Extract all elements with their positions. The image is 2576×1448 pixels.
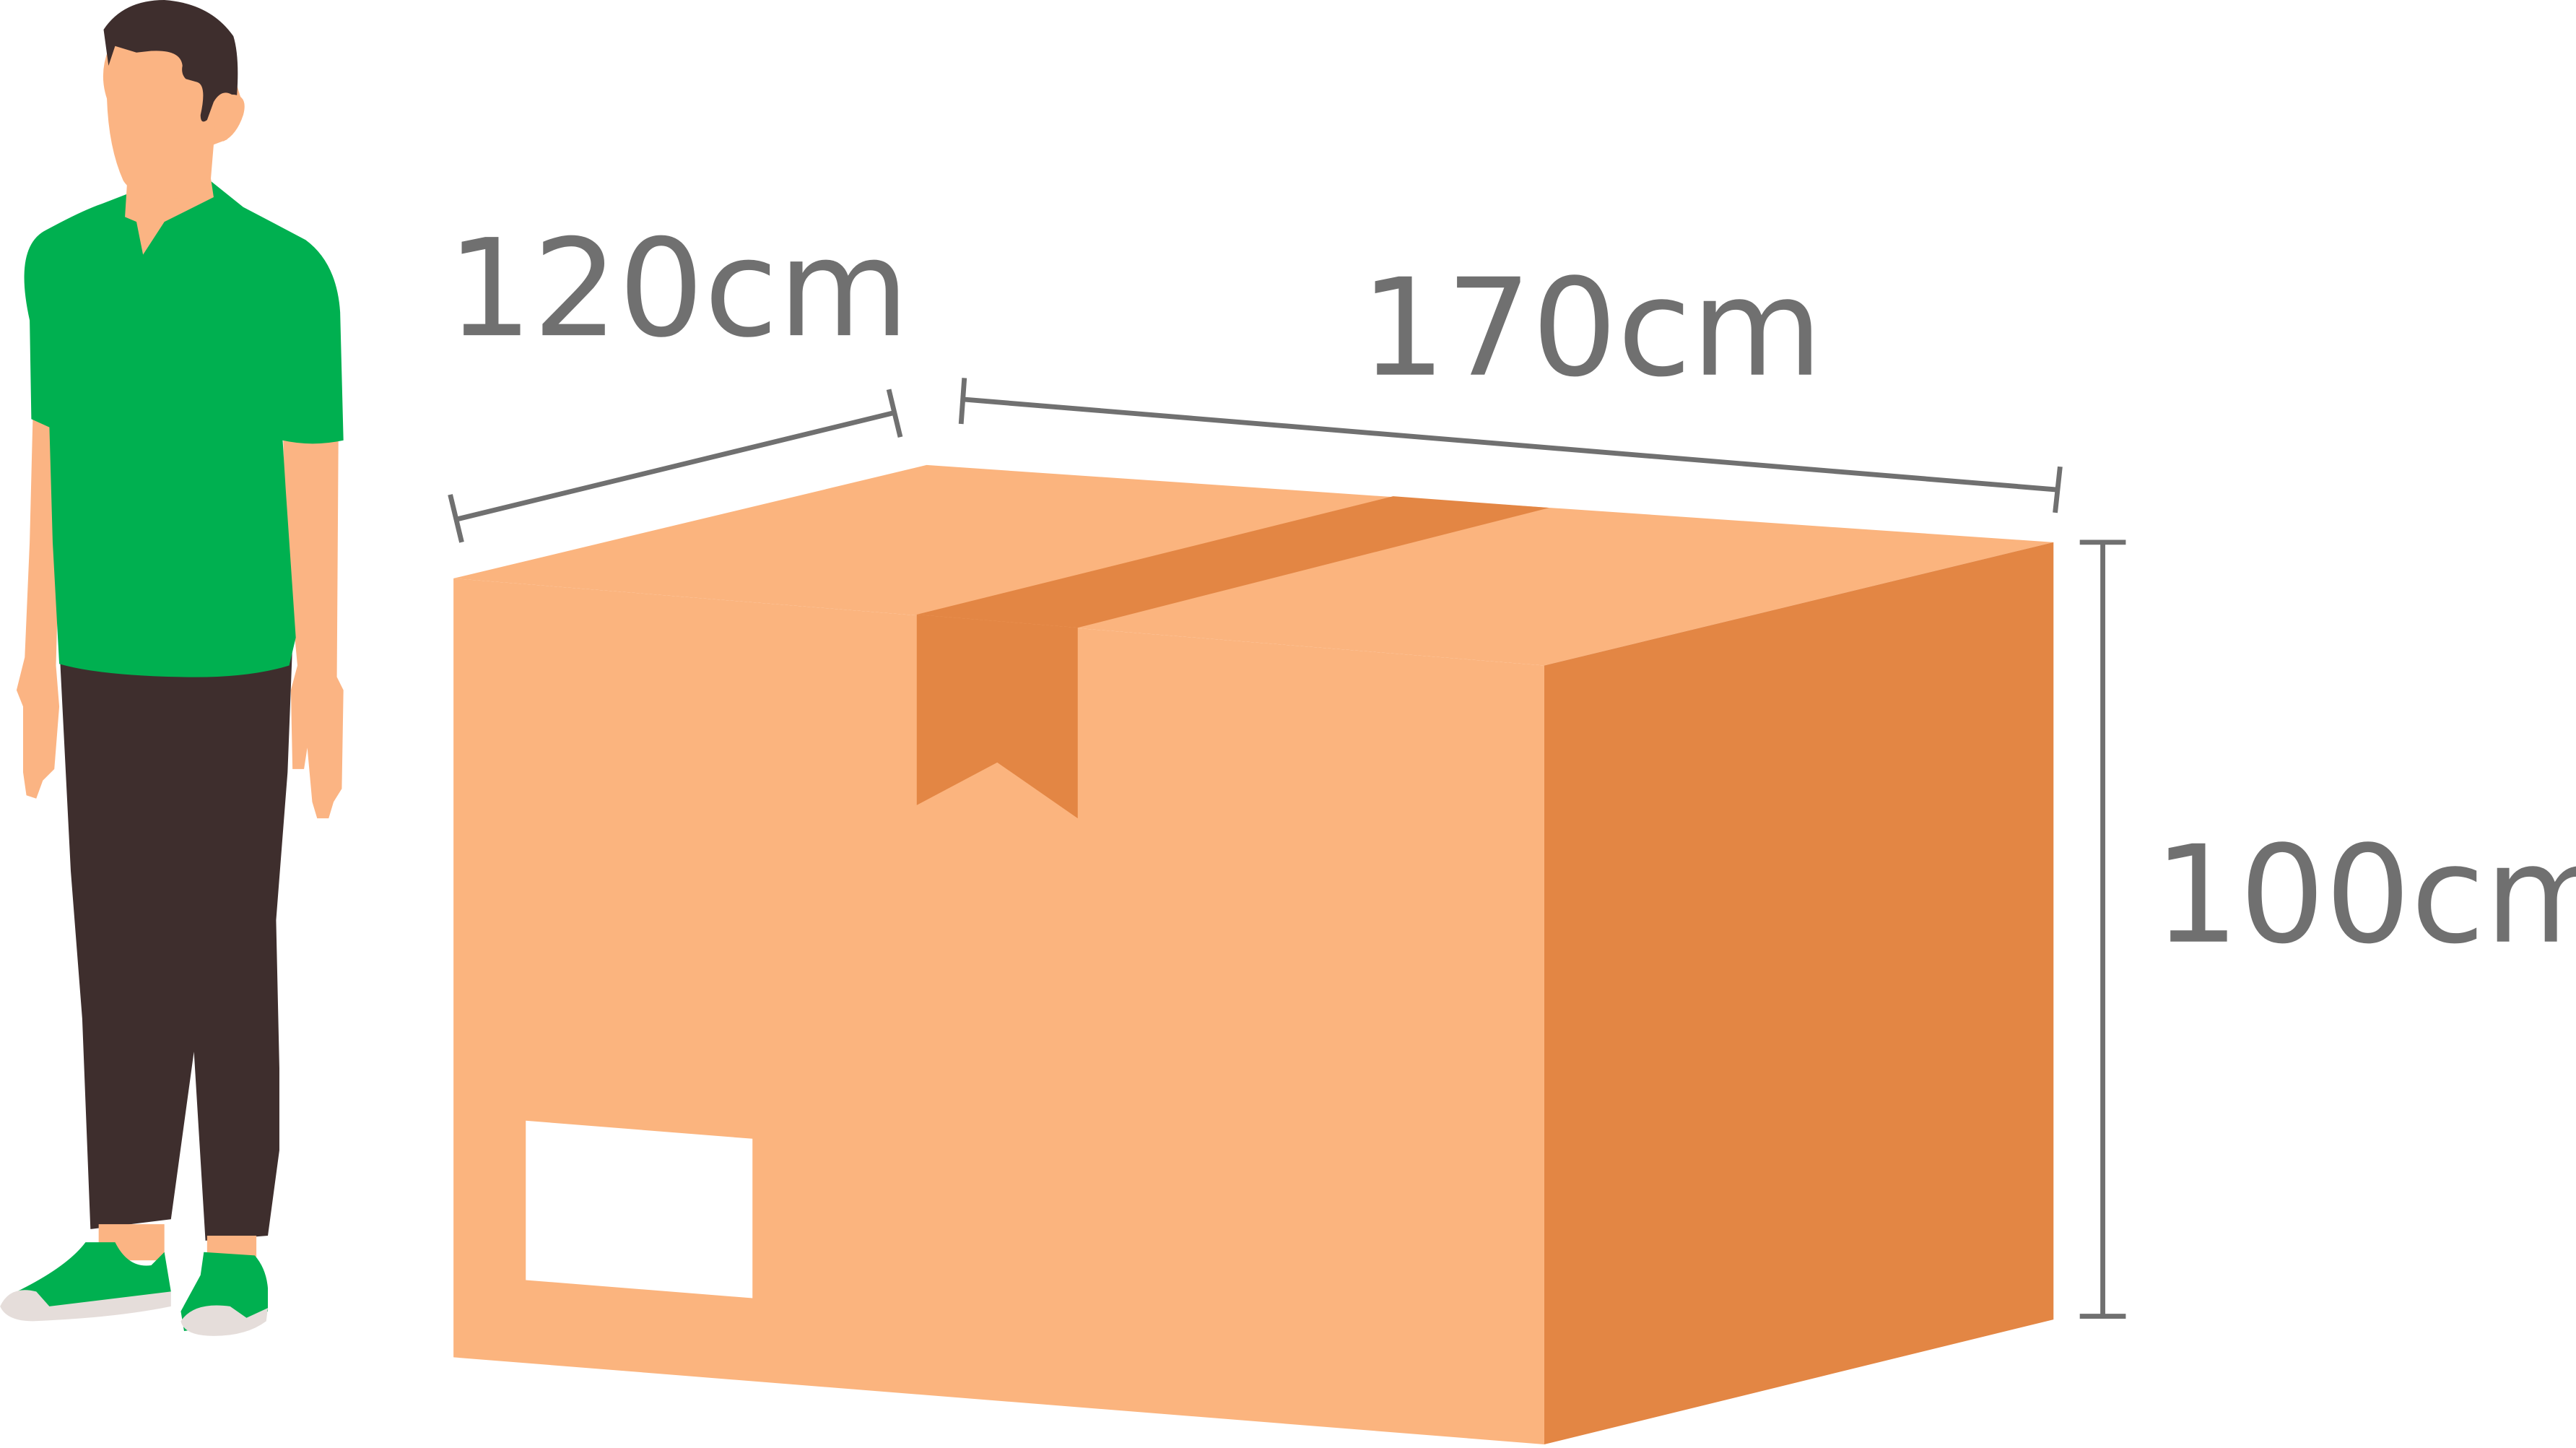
box-side-face <box>1544 542 2054 1444</box>
depth-dimension-tick-start <box>448 494 464 543</box>
dimension-lines <box>448 378 2126 1319</box>
person-left-arm <box>282 419 344 819</box>
depth-dimension-line <box>456 409 897 522</box>
depth-label: 120cm <box>447 211 909 368</box>
depth-dimension-tick-end <box>886 389 903 438</box>
person-hair <box>103 0 238 122</box>
person-ear <box>214 94 245 142</box>
length-dimension-line <box>962 396 2058 493</box>
person-shoe-sole-back <box>180 1305 269 1336</box>
height-label: 100cm <box>2154 818 2576 974</box>
length-dimension-tick-start <box>958 378 967 425</box>
box-label-patch <box>526 1120 753 1299</box>
person-figure <box>0 0 344 1336</box>
person-pants <box>59 643 293 1241</box>
length-label: 170cm <box>1360 251 1822 407</box>
box-tape-front <box>916 614 1078 819</box>
box-tape-top <box>916 496 1549 628</box>
cardboard-box <box>453 464 2054 1444</box>
person-shirt <box>24 181 344 677</box>
person-shoe-sole-front <box>0 1290 171 1322</box>
length-dimension-tick-end <box>2053 466 2063 513</box>
